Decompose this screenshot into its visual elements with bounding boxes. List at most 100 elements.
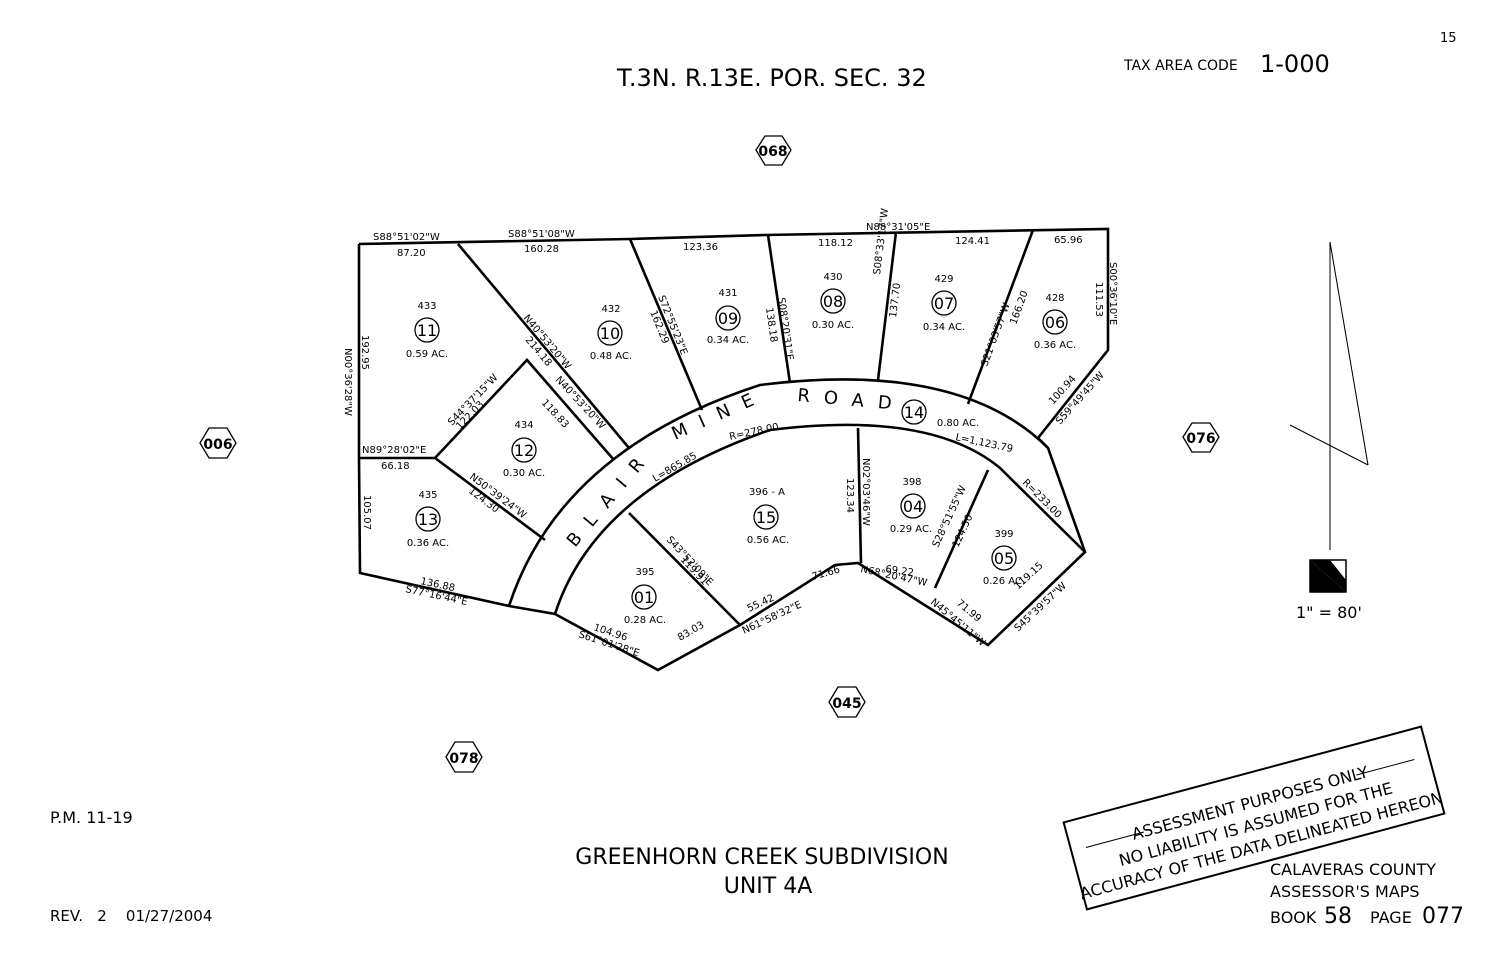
north-arrow-icon	[1289, 241, 1369, 550]
svg-text:431: 431	[718, 288, 737, 299]
svg-text:430: 430	[823, 272, 842, 283]
parcel-15[interactable]: 396 - A 15 0.56 AC.	[747, 487, 789, 546]
svg-text:66.18: 66.18	[381, 461, 410, 472]
top-dimensions: S88°51'02"W 87.20 S88°51'08"W 160.28 123…	[373, 222, 1083, 259]
adjacent-page-045[interactable]: 045	[828, 686, 866, 718]
pm-reference: P.M. 11-19	[50, 808, 133, 827]
curve-radius-left: R=278.00	[728, 422, 780, 443]
curve-length-right: L=1,123.79	[954, 432, 1013, 455]
parcel-06[interactable]: 428 06 0.36 AC.	[1034, 293, 1076, 351]
book-value: 58	[1324, 904, 1352, 929]
adjacent-page-006[interactable]: 006	[199, 427, 237, 459]
parcel-12[interactable]: 434 12 0.30 AC.	[503, 420, 545, 479]
svg-text:0.29 AC.: 0.29 AC.	[890, 524, 932, 535]
svg-text:433: 433	[417, 301, 436, 312]
svg-text:09: 09	[718, 309, 738, 328]
svg-text:83.03: 83.03	[676, 620, 706, 644]
county-name: CALAVERAS COUNTY	[1270, 860, 1436, 879]
lot-line-04-05	[933, 469, 990, 589]
svg-text:0.30 AC.: 0.30 AC.	[812, 320, 854, 331]
tax-area-label: TAX AREA CODE	[1123, 58, 1238, 74]
svg-text:396 - A: 396 - A	[749, 487, 785, 498]
svg-text:432: 432	[601, 304, 620, 315]
adjacent-page-076[interactable]: 076	[1182, 422, 1220, 453]
svg-text:S21°03'57"W: S21°03'57"W	[979, 301, 1012, 368]
township-title: T.3N. R.13E. POR. SEC. 32	[616, 64, 927, 92]
svg-text:0.59 AC.: 0.59 AC.	[406, 349, 448, 360]
svg-text:04: 04	[903, 497, 923, 516]
scale-bar: 1" = 80'	[1296, 559, 1362, 622]
road-outer-arc	[507, 378, 1049, 607]
svg-text:399: 399	[994, 529, 1013, 540]
svg-text:078: 078	[449, 751, 478, 767]
parcel-09[interactable]: 431 09 0.34 AC.	[707, 288, 749, 346]
disclaimer-stamp: ASSESSMENT PURPOSES ONLY NO LIABILITY IS…	[1062, 725, 1446, 911]
parcel-05[interactable]: 399 05 0.26 AC.	[983, 529, 1025, 587]
svg-text:0.36 AC.: 0.36 AC.	[1034, 340, 1076, 351]
svg-text:0.36 AC.: 0.36 AC.	[407, 538, 449, 549]
parcel-13[interactable]: 435 13 0.36 AC.	[407, 490, 449, 549]
scale-text: 1" = 80'	[1296, 603, 1362, 622]
outer-boundary	[357, 227, 1110, 672]
svg-text:068: 068	[758, 144, 787, 160]
svg-text:137.70: 137.70	[888, 282, 903, 318]
page-number: 15	[1440, 31, 1457, 46]
parcel-boundaries	[357, 227, 1110, 672]
svg-text:429: 429	[934, 274, 953, 285]
adjacent-page-078[interactable]: 078	[445, 741, 483, 773]
svg-text:11: 11	[417, 321, 437, 340]
svg-text:160.28: 160.28	[524, 244, 559, 255]
svg-text:12: 12	[514, 441, 534, 460]
page-label: PAGE	[1370, 908, 1412, 927]
lot-line-07-06	[966, 229, 1035, 405]
svg-text:06: 06	[1045, 313, 1065, 332]
svg-text:138.18: 138.18	[763, 307, 779, 343]
tax-area-value: 1-000	[1260, 50, 1330, 78]
parcel-01[interactable]: 395 01 0.28 AC.	[624, 567, 666, 626]
page-value: 077	[1422, 904, 1464, 929]
lot-line-15-04	[856, 427, 863, 564]
svg-text:S08°33'17"W: S08°33'17"W	[872, 208, 891, 276]
svg-text:N00°36'28"W: N00°36'28"W	[342, 348, 353, 416]
svg-text:0.80 AC.: 0.80 AC.	[937, 418, 979, 429]
lot-12-north-lines	[434, 358, 615, 461]
svg-text:0.56 AC.: 0.56 AC.	[747, 535, 789, 546]
svg-text:434: 434	[514, 420, 533, 431]
svg-text:15: 15	[756, 508, 776, 527]
parcel-08[interactable]: 430 08 0.30 AC.	[812, 272, 854, 331]
road-name-part1: BLAIR	[563, 444, 658, 552]
road-label: BLAIR MINE ROAD	[563, 384, 907, 551]
parcel-14[interactable]: 14 0.80 AC.	[901, 399, 979, 429]
svg-text:14: 14	[904, 403, 924, 422]
svg-text:07: 07	[934, 294, 954, 313]
svg-text:N89°28'02"E: N89°28'02"E	[362, 445, 426, 456]
svg-text:0.26 AC.: 0.26 AC.	[983, 576, 1025, 587]
revision-info: REV. 2 01/27/2004	[50, 907, 212, 925]
svg-text:05: 05	[994, 549, 1014, 568]
curve-radius-right: R=233.00	[1020, 477, 1063, 520]
svg-text:428: 428	[1045, 293, 1064, 304]
svg-text:124.41: 124.41	[955, 236, 990, 247]
adjacent-page-068[interactable]: 068	[755, 135, 792, 166]
svg-text:71.66: 71.66	[811, 564, 842, 582]
svg-text:08: 08	[823, 292, 843, 311]
subdivision-title: GREENHORN CREEK SUBDIVISION	[575, 845, 948, 870]
curve-length-left: L=865.85	[651, 451, 699, 485]
svg-text:10: 10	[600, 324, 620, 343]
parcel-04[interactable]: 398 04 0.29 AC.	[890, 477, 932, 535]
svg-text:123.36: 123.36	[683, 242, 718, 253]
svg-text:13: 13	[418, 510, 438, 529]
svg-text:0.30 AC.: 0.30 AC.	[503, 468, 545, 479]
parcel-11[interactable]: 433 11 0.59 AC.	[406, 301, 448, 360]
parcel-07[interactable]: 429 07 0.34 AC.	[923, 274, 965, 333]
road-name-part3: ROAD	[797, 385, 907, 415]
svg-text:118.83: 118.83	[539, 398, 571, 431]
svg-text:0.28 AC.: 0.28 AC.	[624, 615, 666, 626]
svg-text:0.34 AC.: 0.34 AC.	[707, 335, 749, 346]
lot-line-08-07	[876, 231, 898, 381]
svg-text:105.07: 105.07	[361, 495, 372, 530]
svg-text:123.34: 123.34	[844, 478, 855, 513]
parcel-10[interactable]: 432 10 0.48 AC.	[590, 304, 632, 362]
svg-text:111.53: 111.53	[1093, 282, 1104, 317]
